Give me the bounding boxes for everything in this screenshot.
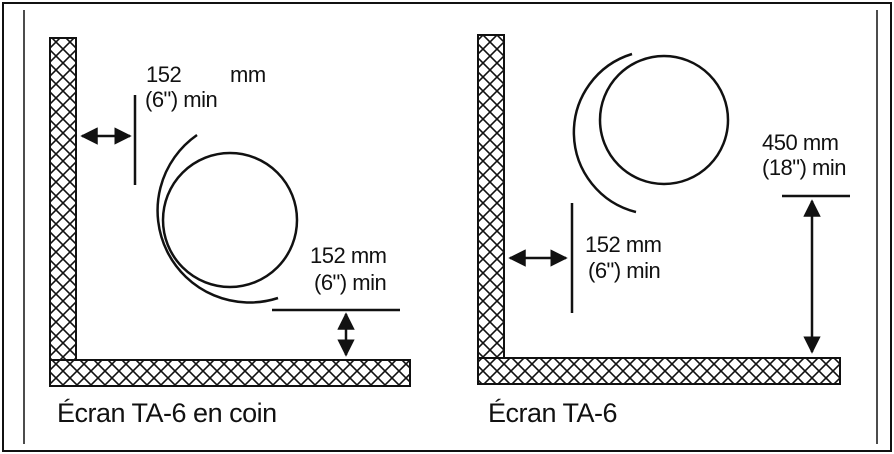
left-side-clearance-unit: mm — [230, 62, 266, 87]
right-top-clearance-value: 450 mm — [762, 130, 839, 155]
right-heater-circle — [598, 54, 730, 186]
right-diagram — [477, 34, 850, 385]
left-bottom-clearance-imperial: (6") min — [314, 270, 387, 295]
left-shield-arc — [156, 133, 279, 304]
left-side-clearance-imperial: (6") min — [145, 87, 218, 112]
left-bottom-clearance-value: 152 mm — [310, 243, 387, 268]
left-side-clearance-value: 152 — [146, 62, 182, 87]
right-caption: Écran TA-6 — [488, 398, 618, 428]
left-caption: Écran TA-6 en coin — [57, 398, 277, 428]
left-vertical-wall — [49, 37, 77, 363]
right-top-clearance-imperial: (18") min — [762, 155, 847, 180]
left-floor-wall — [49, 359, 411, 387]
left-heater-circle — [161, 151, 299, 289]
right-vertical-wall — [477, 34, 505, 363]
left-diagram — [49, 37, 411, 387]
right-side-clearance-imperial: (6") min — [588, 258, 661, 283]
right-floor-wall — [477, 357, 841, 385]
right-side-clearance-value: 152 mm — [585, 232, 662, 257]
right-shield-arc — [572, 52, 637, 214]
